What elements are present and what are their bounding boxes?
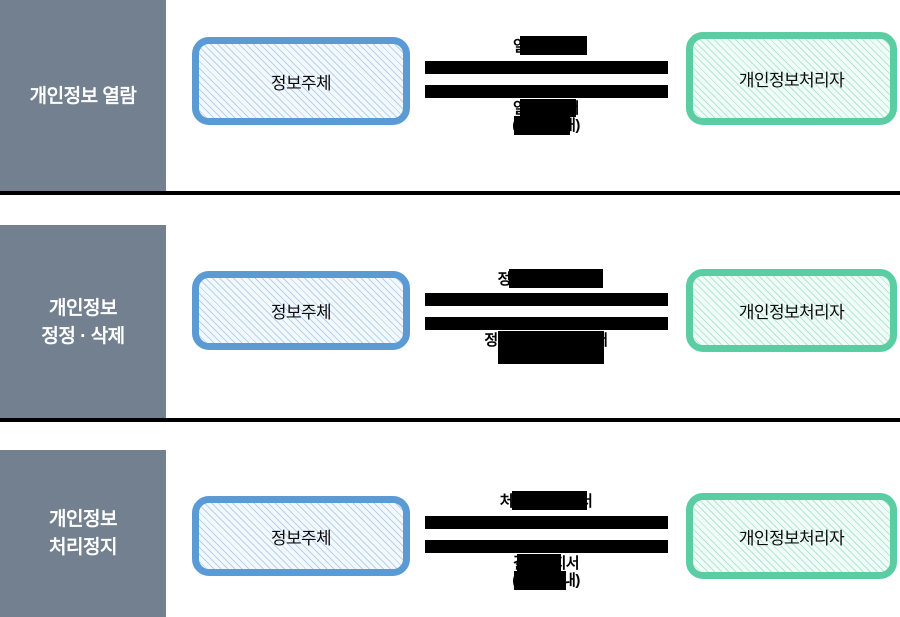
row-category-label: 개인정보 처리정지 <box>0 450 166 617</box>
node-data-subject: 정보주체 <box>192 496 410 576</box>
node-label: 정보주체 <box>270 73 332 93</box>
flow-group: 처리정지요구서 결과통지서 (10일 이내) <box>424 485 668 595</box>
redaction-block <box>514 571 566 590</box>
redaction-block <box>520 36 587 55</box>
row-category-label: 개인정보 정정 · 삭제 <box>0 225 166 420</box>
node-label: 개인정보처리자 <box>738 303 845 322</box>
diagram-row: 개인정보 처리정지 정보주체 처리정지요구서 결과통지서 (10일 이내) 개인… <box>0 450 900 617</box>
node-label: 개인정보처리자 <box>738 71 845 90</box>
arrow-to-subject <box>425 317 668 330</box>
row-category-label: 개인정보 열람 <box>0 0 166 193</box>
redaction-block <box>514 116 570 135</box>
flow-group: 열람요구서 열람통지서 (10일 이내) <box>424 30 668 140</box>
arrow-to-controller <box>425 61 668 74</box>
node-data-subject: 정보주체 <box>192 37 410 125</box>
node-label: 정보주체 <box>270 303 332 322</box>
diagram-row: 개인정보 정정 · 삭제 정보주체 정정·삭제요구서 정정·삭제결과통지서 개인… <box>0 225 900 420</box>
section-divider <box>0 418 900 422</box>
section-divider <box>0 191 900 195</box>
node-label: 정보주체 <box>270 528 332 548</box>
arrow-to-subject <box>425 85 668 98</box>
arrow-to-controller <box>425 293 668 306</box>
arrow-to-controller <box>425 516 668 529</box>
flow-group: 정정·삭제요구서 정정·삭제결과통지서 <box>424 263 668 373</box>
node-label: 개인정보처리자 <box>738 528 845 548</box>
diagram-row: 개인정보 열람 정보주체 열람요구서 열람통지서 (10일 이내) 개인정보처리… <box>0 0 900 193</box>
redaction-block <box>517 554 561 572</box>
node-data-controller: 개인정보처리자 <box>686 269 897 352</box>
redaction-block <box>512 491 587 510</box>
redaction-block <box>498 350 604 364</box>
node-data-subject: 정보주체 <box>192 271 410 350</box>
redaction-block <box>520 99 576 117</box>
node-data-controller: 개인정보처리자 <box>686 493 897 579</box>
redaction-block <box>509 269 603 288</box>
node-data-controller: 개인정보처리자 <box>686 32 897 125</box>
arrow-to-subject <box>425 540 668 553</box>
redaction-block <box>498 331 604 350</box>
